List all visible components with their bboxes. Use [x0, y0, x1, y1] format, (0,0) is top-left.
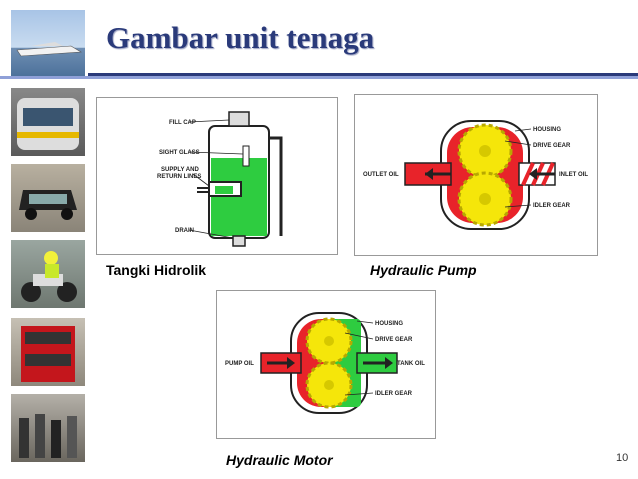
photo-sidebar [0, 0, 88, 479]
bus-icon [21, 326, 75, 382]
supply-return-label-2: RETURN LINES [157, 174, 201, 180]
hydraulic-pump-diagram: HOUSING DRIVE GEAR OUTLET OIL INLET OIL … [363, 120, 588, 230]
hydraulic-pump-figure: HOUSING DRIVE GEAR OUTLET OIL INLET OIL … [354, 94, 598, 256]
motor-drive-gear-label: DRIVE GEAR [375, 337, 413, 343]
fill-cap-label: FILL CAP [169, 120, 196, 126]
page-number: 10 [616, 452, 629, 464]
pump-inlet-oil-label: INLET OIL [559, 172, 588, 178]
taxi-icon [19, 190, 77, 220]
hydraulic-tank-figure: FILL CAP SIGHT GLASS SUPPLY AND RETURN L… [96, 97, 338, 255]
pump-outlet-oil-label: OUTLET OIL [363, 172, 399, 178]
train-icon [17, 98, 79, 150]
pump-drive-gear-label: DRIVE GEAR [533, 143, 571, 149]
sight-glass-label: SIGHT GLASS [159, 150, 200, 156]
pump-housing-label: HOUSING [533, 127, 561, 133]
bus-photo [11, 318, 85, 386]
pedestrians-photo [11, 394, 85, 462]
tank-caption: Tangki Hidrolik [106, 262, 207, 278]
hydraulic-tank-diagram: FILL CAP SIGHT GLASS SUPPLY AND RETURN L… [157, 111, 283, 247]
hydraulic-motor-figure: HOUSING DRIVE GEAR PUMP OIL TANK OIL IDL… [216, 290, 436, 439]
motor-housing-label: HOUSING [375, 321, 403, 327]
motorcycle-icon [21, 251, 77, 302]
title-divider [88, 73, 638, 76]
boat-icon [16, 42, 82, 57]
motor-pump-oil-label: PUMP OIL [225, 361, 254, 367]
motor-caption: Hydraulic Motor [226, 452, 333, 468]
pump-caption: Hydraulic Pump [370, 262, 477, 278]
motor-idler-gear-label: IDLER GEAR [375, 391, 413, 397]
pedestrians-icon [19, 414, 77, 458]
hydraulic-motor-diagram: HOUSING DRIVE GEAR PUMP OIL TANK OIL IDL… [225, 312, 425, 414]
motor-tank-oil-label: TANK OIL [397, 361, 425, 367]
taxi-photo [11, 164, 85, 232]
train-photo [11, 88, 85, 156]
slide-title: Gambar unit tenaga [106, 20, 375, 55]
supply-return-label-1: SUPPLY AND [161, 167, 199, 173]
drain-label: DRAIN [175, 228, 194, 234]
pump-idler-gear-label: IDLER GEAR [533, 203, 571, 209]
boat-photo [11, 10, 85, 78]
motorcycle-photo [11, 240, 85, 308]
title-divider-accent [0, 76, 638, 79]
